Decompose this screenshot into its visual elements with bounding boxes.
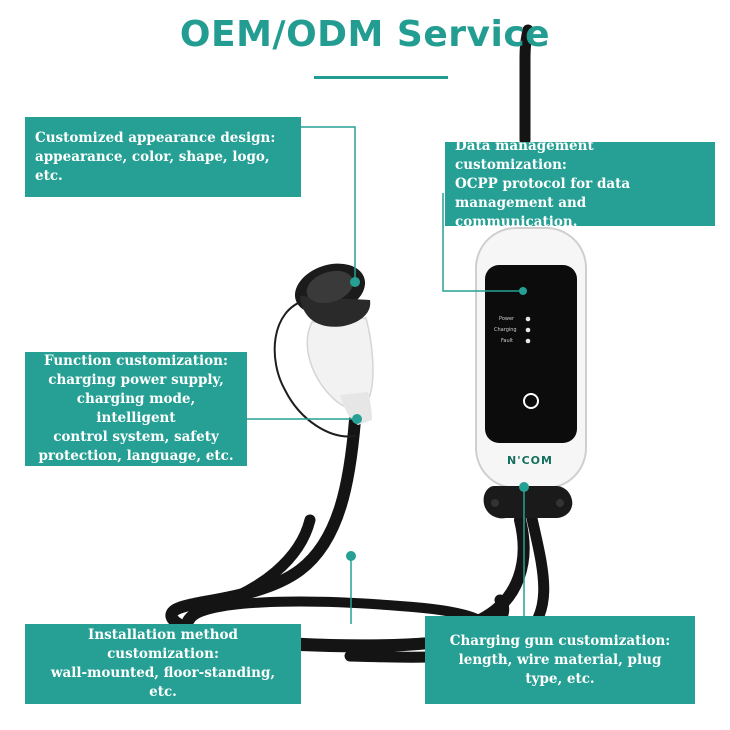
box-line: Charging gun customization: — [449, 632, 671, 649]
led-label-power: Power — [499, 316, 515, 322]
box-line: charging mode, intelligent — [76, 391, 196, 426]
box-line: type, etc. — [525, 670, 595, 687]
charging-gun-box: Charging gun customization: length, wire… — [425, 616, 695, 704]
box-line: OCPP protocol for data — [455, 175, 631, 192]
page-title: OEM/ODM Service — [179, 14, 551, 55]
pointer-lines — [247, 126, 525, 624]
led-label-fault: Fault — [501, 338, 513, 344]
box-line: Function customization: — [44, 353, 228, 369]
pointer-dots — [346, 277, 529, 561]
box-line: wall-mounted, floor-standing, etc. — [50, 665, 276, 700]
brand-logo: N'COM — [507, 454, 553, 467]
box-line: length, wire material, plug — [458, 651, 662, 668]
box-line: Installation method customization: — [88, 627, 238, 662]
box-line: control system, safety — [53, 429, 219, 445]
control-box — [475, 227, 587, 519]
box-line: charging power supply, — [48, 372, 224, 388]
box-line: protection, language, etc. — [38, 448, 234, 464]
tether-cable — [273, 299, 357, 438]
box-line: appearance, color, shape, logo, etc. — [35, 148, 270, 184]
title-underline — [314, 76, 448, 79]
box-line: management and communication. — [455, 194, 587, 230]
installation-method-box: Installation method customization: wall-… — [25, 624, 301, 704]
function-customization-box: Function customization: charging power s… — [25, 352, 247, 466]
appearance-customization-box: Customized appearance design: appearance… — [25, 117, 301, 197]
box-line: Data management customization: — [455, 137, 594, 173]
led-label-charging: Charging — [494, 327, 517, 333]
box-line: Customized appearance design: — [35, 129, 276, 146]
charging-gun — [294, 263, 374, 425]
data-management-box: Data management customization: OCPP prot… — [445, 138, 715, 230]
